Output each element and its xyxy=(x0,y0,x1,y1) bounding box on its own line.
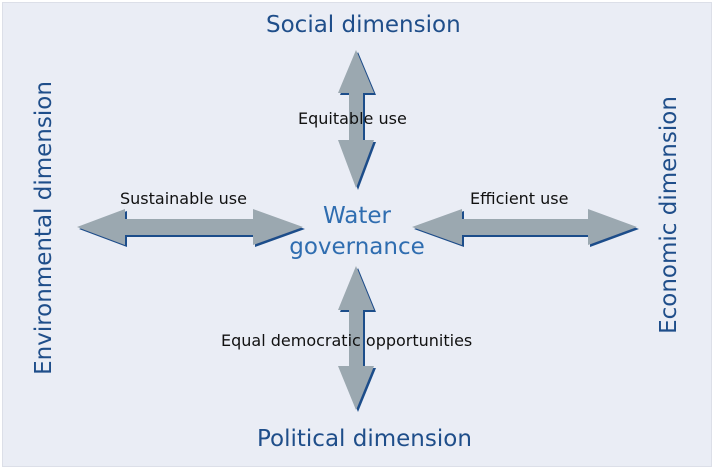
label-efficient-use: Efficient use xyxy=(470,189,569,208)
arrow-economic-efficient xyxy=(412,209,637,245)
arrow-environmental-sustainable xyxy=(77,209,303,245)
economic-dimension-label: Economic dimension xyxy=(656,96,682,334)
label-equal-democratic-opportunities: Equal democratic opportunities xyxy=(221,331,473,350)
center-line-1: Water xyxy=(323,203,391,229)
environmental-dimension-label: Environmental dimension xyxy=(31,81,57,375)
social-dimension-label: Social dimension xyxy=(266,12,461,38)
label-sustainable-use: Sustainable use xyxy=(120,189,247,208)
arrow-social-equitable xyxy=(338,50,374,188)
political-dimension-label: Political dimension xyxy=(257,426,472,452)
water-governance-center: Water governance xyxy=(282,201,432,263)
label-equitable-use: Equitable use xyxy=(298,109,407,128)
center-line-2: governance xyxy=(289,234,425,260)
arrow-political-democratic xyxy=(338,266,374,410)
